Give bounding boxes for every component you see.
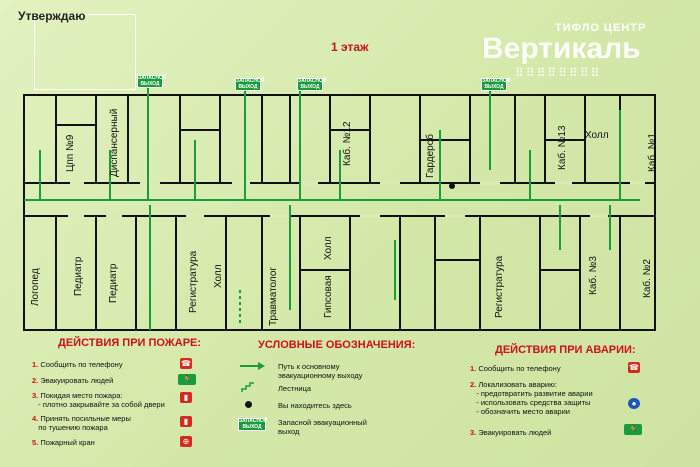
extinguisher-icon: ▮ xyxy=(180,416,192,427)
protection-icon: ● xyxy=(628,398,640,409)
logo-braille: ⠿⠿⠿⠿⠿⠿⠿⠿ xyxy=(515,66,602,80)
legend-you-are-here: Вы находитесь здесь xyxy=(278,401,352,410)
exit-sign: ЗАПАСНОЙ ВЫХОД xyxy=(297,78,327,91)
legend-title: УСЛОВНЫЕ ОБОЗНАЧЕНИЯ: xyxy=(258,339,416,351)
room-pediatr-1: Педиатр xyxy=(73,256,84,296)
fire-action-4: 4. Принять посильные меры по тушению пож… xyxy=(32,414,131,432)
emergency-action-2: 2. Локализовать аварию: - предотвратить … xyxy=(470,380,593,416)
room-kab12: Каб. №12 xyxy=(342,121,353,166)
fire-actions-title: ДЕЙСТВИЯ ПРИ ПОЖАРЕ: xyxy=(58,337,202,349)
floor-label: 1 этаж xyxy=(331,40,369,54)
door-gaps xyxy=(68,181,645,218)
approval-label: Утверждаю xyxy=(18,9,86,23)
door-icon: ▮ xyxy=(180,392,192,403)
room-kab2: Каб. №2 xyxy=(642,259,653,298)
exit-sign: ЗАПАСНОЙ ВЫХОД xyxy=(137,75,167,88)
approval-box xyxy=(34,14,136,90)
room-holl-1: Холл xyxy=(213,264,224,288)
fire-action-1: 1. Сообщить по телефону xyxy=(32,360,123,369)
fire-action-5: 5. Пожарный кран xyxy=(32,438,95,447)
emergency-actions-title: ДЕЙСТВИЯ ПРИ АВАРИИ: xyxy=(495,344,636,356)
exit-sign: ЗАПАСНОЙ ВЫХОД xyxy=(235,78,265,91)
room-kab13: Каб. №13 xyxy=(557,125,568,170)
room-gipsovaya: Гипсовая xyxy=(323,275,334,318)
room-pediatr-2: Педиатр xyxy=(108,263,119,303)
reserve-exit-icon: ЗАПАСНОЙ ВЫХОД xyxy=(238,418,268,431)
fire-action-3: 3. Покидая место пожара: - плотно закрыв… xyxy=(32,391,165,409)
stairs-icon xyxy=(241,382,254,392)
logo-title: Вертикаль xyxy=(482,32,641,65)
legend-stairs: Лестница xyxy=(278,384,312,393)
you-are-here-marker xyxy=(449,183,455,189)
room-holl-2: Холл xyxy=(323,236,334,260)
room-kab3: Каб. №3 xyxy=(588,256,599,295)
room-registratura-2: Регистратура xyxy=(494,255,505,318)
exit-sign: ЗАПАСНОЙ ВЫХОД xyxy=(481,78,511,91)
exit-icon: 🏃 xyxy=(178,374,196,385)
evacuation-paths xyxy=(24,80,640,330)
logo-subtitle: ТИФЛО ЦЕНТР xyxy=(555,22,647,34)
emergency-action-1: 1. Сообщить по телефону xyxy=(470,364,561,373)
fire-hydrant-icon: ⊕ xyxy=(180,436,192,447)
room-tsp9: Цпп №9 xyxy=(65,134,76,172)
phone-icon: ☎ xyxy=(180,358,192,369)
path-legend-icon xyxy=(240,362,265,370)
you-are-here-icon xyxy=(245,401,252,408)
room-holl-3: Холл xyxy=(585,130,609,141)
room-dispanserny: Диспансерный xyxy=(109,108,120,177)
phone-icon: ☎ xyxy=(628,362,640,373)
room-logoped: Логопед xyxy=(30,268,41,306)
room-garderob: Гардероб xyxy=(425,134,436,178)
room-registratura-1: Регистратура xyxy=(188,250,199,313)
room-kab1: Каб. №1 xyxy=(647,133,658,172)
fire-action-2: 2. Эвакуировать людей xyxy=(32,376,114,385)
exit-icon: 🏃 xyxy=(624,424,642,435)
emergency-action-3: 3. Эвакуировать людей xyxy=(470,428,552,437)
room-travmatolog: Травматолог xyxy=(268,266,279,326)
